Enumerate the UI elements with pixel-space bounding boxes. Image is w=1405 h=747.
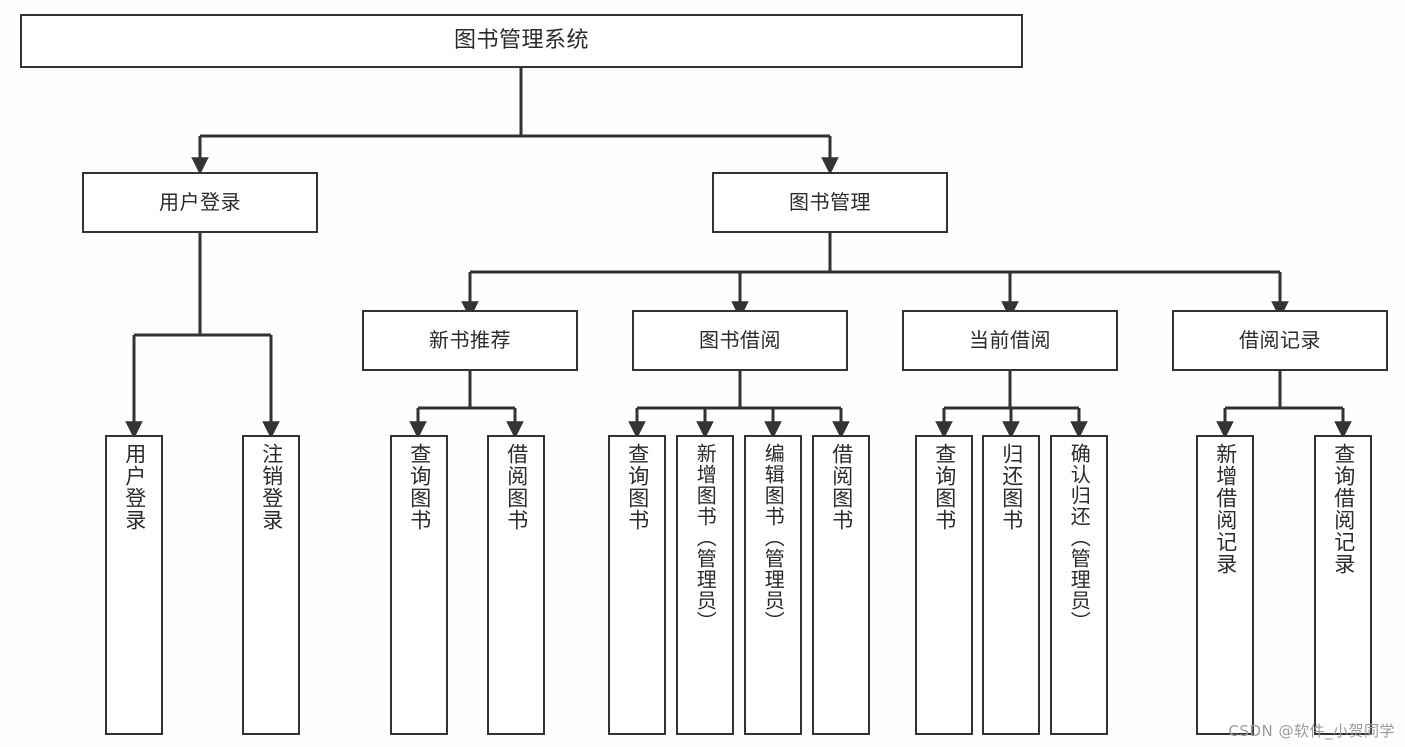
node-leaf-borrow-book-2-label: 借阅图书 bbox=[829, 443, 854, 531]
node-book-borrow-label: 图书借阅 bbox=[699, 327, 781, 352]
node-user-login-label: 用户登录 bbox=[159, 189, 241, 214]
node-user-login[interactable]: 用户登录 bbox=[82, 172, 318, 233]
node-current-borrow[interactable]: 当前借阅 bbox=[902, 310, 1118, 371]
node-borrow-record-label: 借阅记录 bbox=[1239, 327, 1321, 352]
node-leaf-add-book-label: 新增图书（管理员） bbox=[693, 443, 718, 632]
node-leaf-query-book-2[interactable]: 查询图书 bbox=[608, 435, 666, 735]
node-leaf-query-book-1-label: 查询图书 bbox=[407, 443, 432, 531]
node-leaf-borrow-book-1[interactable]: 借阅图书 bbox=[487, 435, 545, 735]
node-leaf-edit-book[interactable]: 编辑图书（管理员） bbox=[744, 435, 802, 735]
node-leaf-add-record-label: 新增借阅记录 bbox=[1213, 443, 1238, 575]
node-leaf-logout-login-label: 注销登录 bbox=[259, 443, 284, 531]
node-leaf-query-record-label: 查询借阅记录 bbox=[1331, 443, 1356, 575]
node-book-borrow[interactable]: 图书借阅 bbox=[632, 310, 848, 371]
node-leaf-borrow-book-1-label: 借阅图书 bbox=[504, 443, 529, 531]
node-leaf-query-record[interactable]: 查询借阅记录 bbox=[1314, 435, 1372, 735]
node-new-book-recommend[interactable]: 新书推荐 bbox=[362, 310, 578, 371]
node-leaf-add-record[interactable]: 新增借阅记录 bbox=[1196, 435, 1254, 735]
node-leaf-query-book-3[interactable]: 查询图书 bbox=[915, 435, 973, 735]
node-leaf-add-book[interactable]: 新增图书（管理员） bbox=[676, 435, 734, 735]
node-leaf-query-book-3-label: 查询图书 bbox=[932, 443, 957, 531]
node-leaf-query-book-1[interactable]: 查询图书 bbox=[390, 435, 448, 735]
node-book-management[interactable]: 图书管理 bbox=[712, 172, 948, 233]
node-leaf-logout-login[interactable]: 注销登录 bbox=[242, 435, 300, 735]
node-root-system[interactable]: 图书管理系统 bbox=[20, 14, 1023, 68]
node-borrow-record[interactable]: 借阅记录 bbox=[1172, 310, 1388, 371]
node-current-borrow-label: 当前借阅 bbox=[969, 327, 1051, 352]
node-leaf-edit-book-label: 编辑图书（管理员） bbox=[761, 443, 786, 632]
node-book-management-label: 图书管理 bbox=[789, 189, 871, 214]
watermark-text: CSDN @软件_小贺同学 bbox=[1228, 722, 1395, 740]
node-leaf-confirm-return[interactable]: 确认归还（管理员） bbox=[1050, 435, 1108, 735]
node-leaf-borrow-book-2[interactable]: 借阅图书 bbox=[812, 435, 870, 735]
node-leaf-user-login-label: 用户登录 bbox=[122, 443, 147, 531]
node-leaf-return-book-label: 归还图书 bbox=[999, 443, 1024, 531]
node-root-system-label: 图书管理系统 bbox=[453, 28, 589, 54]
node-leaf-confirm-return-label: 确认归还（管理员） bbox=[1067, 443, 1092, 632]
node-leaf-return-book[interactable]: 归还图书 bbox=[982, 435, 1040, 735]
node-leaf-query-book-2-label: 查询图书 bbox=[625, 443, 650, 531]
node-new-book-recommend-label: 新书推荐 bbox=[429, 327, 511, 352]
node-leaf-user-login[interactable]: 用户登录 bbox=[105, 435, 163, 735]
